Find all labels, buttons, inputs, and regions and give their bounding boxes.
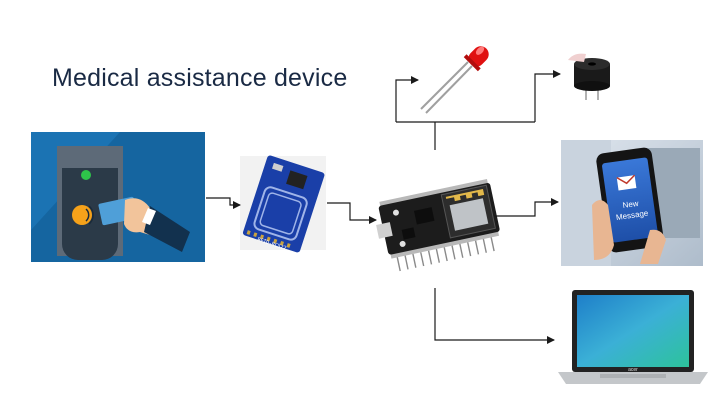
arrow-reader-to-rfid — [206, 197, 241, 209]
red-led-icon — [420, 46, 489, 114]
laptop-brand-label: acer — [628, 367, 638, 373]
buzzer-icon — [568, 53, 610, 100]
nodemcu-board-icon — [376, 178, 500, 272]
rfid-module-icon: RFID-RC522 — [240, 155, 326, 253]
diagram-title: Medical assistance device — [52, 64, 348, 92]
smartphone-icon: New Message — [561, 140, 703, 266]
arrow-to-laptop — [434, 288, 555, 344]
arrow-to-led — [395, 76, 419, 122]
phone-notification-line1: New — [622, 199, 639, 210]
connection-arrows — [206, 70, 561, 344]
arrow-to-phone — [494, 198, 559, 217]
arrow-to-buzzer — [534, 70, 561, 122]
laptop-icon: acer — [558, 290, 708, 384]
arrow-rfid-to-mcu — [327, 202, 377, 224]
rfid-card-reader-icon — [31, 132, 205, 262]
